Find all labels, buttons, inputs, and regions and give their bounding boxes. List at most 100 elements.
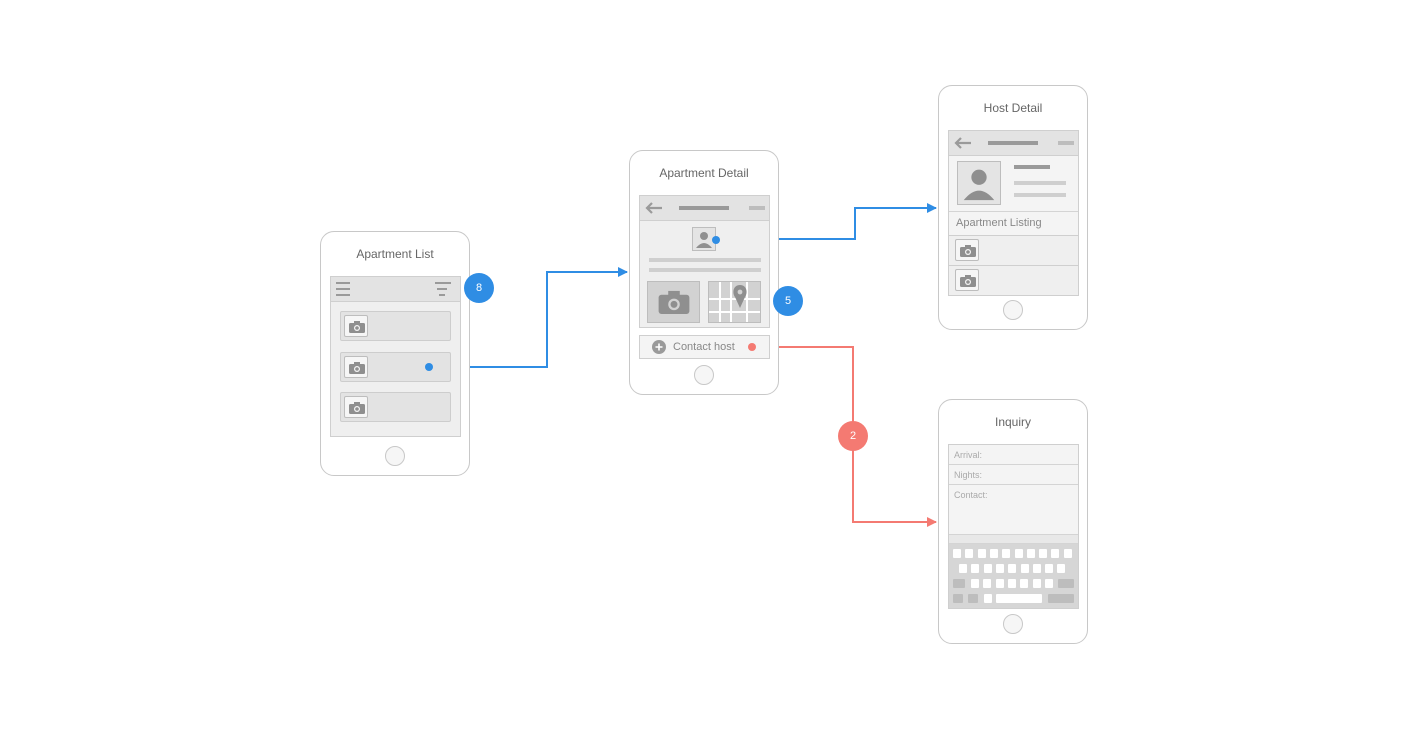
home-button[interactable]	[1003, 300, 1023, 320]
keyboard-key[interactable]	[968, 594, 978, 603]
navbar	[949, 131, 1078, 156]
home-button[interactable]	[1003, 614, 1023, 634]
section-header: Apartment Listing	[949, 211, 1078, 235]
count-badge[interactable]: 8	[464, 273, 494, 303]
phone-title: Apartment Detail	[659, 166, 749, 180]
keyboard-key[interactable]	[1020, 564, 1029, 573]
phone-title: Inquiry	[994, 415, 1032, 429]
apartment-list-screen	[330, 276, 461, 437]
keyboard-key[interactable]	[971, 564, 980, 573]
keyboard-key[interactable]	[1032, 579, 1041, 588]
profile-block	[949, 156, 1078, 211]
link-hotspot[interactable]	[712, 236, 720, 244]
count-badge[interactable]: 2	[838, 421, 868, 451]
keyboard-key[interactable]	[971, 579, 979, 588]
inquiry-screen: Arrival: Nights: Contact:	[948, 444, 1079, 609]
keyboard-key[interactable]	[1002, 549, 1011, 558]
keyboard-key[interactable]	[1020, 579, 1029, 588]
keyboard-key[interactable]	[1008, 564, 1017, 573]
link-hotspot[interactable]	[748, 343, 756, 351]
keyboard-key[interactable]	[983, 564, 992, 573]
user-icon	[696, 232, 712, 248]
menu-icon[interactable]	[336, 282, 350, 296]
user-icon	[963, 169, 995, 201]
camera-icon	[955, 239, 979, 261]
back-arrow-icon[interactable]	[645, 202, 663, 214]
contact-host-button[interactable]: Contact host	[639, 335, 770, 359]
list-item[interactable]	[340, 311, 451, 341]
section-label: Apartment Listing	[956, 217, 1042, 229]
apartment-detail-screen	[639, 195, 770, 328]
keyboard-key[interactable]	[1058, 579, 1074, 588]
text-line-placeholder	[1014, 181, 1066, 185]
nights-label: Nights:	[954, 470, 983, 480]
keyboard-key[interactable]	[953, 579, 965, 588]
keyboard-key[interactable]	[1048, 594, 1074, 603]
keyboard-key[interactable]	[996, 594, 1042, 603]
map-pin-icon	[709, 282, 760, 322]
keyboard-key[interactable]	[965, 549, 974, 558]
keyboard-key[interactable]	[1063, 549, 1072, 558]
action-placeholder	[749, 206, 765, 210]
count-badge[interactable]: 5	[773, 286, 803, 316]
camera-icon	[658, 290, 690, 314]
camera-icon	[344, 315, 368, 337]
keyboard-key[interactable]	[1057, 564, 1066, 573]
keyboard-key[interactable]	[1014, 549, 1023, 558]
phone-apartment-list: Apartment List	[320, 231, 470, 476]
phone-apartment-detail: Apartment Detail	[629, 150, 779, 395]
camera-icon	[344, 396, 368, 418]
keyboard-key[interactable]	[1032, 564, 1041, 573]
keyboard-key[interactable]	[983, 579, 992, 588]
list-item[interactable]	[340, 352, 451, 382]
phone-host-detail: Host Detail Apartment Listing	[938, 85, 1088, 330]
keyboard[interactable]	[949, 544, 1078, 608]
keyboard-key[interactable]	[1051, 549, 1060, 558]
keyboard-toolbar	[949, 535, 1078, 544]
back-arrow-icon[interactable]	[954, 137, 972, 149]
nights-field[interactable]: Nights:	[949, 465, 1078, 485]
arrival-label: Arrival:	[954, 450, 983, 460]
sort-icon[interactable]	[435, 282, 451, 296]
plus-circle-icon	[652, 340, 666, 354]
phone-title: Apartment List	[356, 247, 434, 261]
keyboard-key[interactable]	[1044, 579, 1053, 588]
home-button[interactable]	[694, 365, 714, 385]
link-hotspot[interactable]	[425, 363, 433, 371]
keyboard-key[interactable]	[1026, 549, 1035, 558]
keyboard-key[interactable]	[959, 564, 967, 573]
contact-host-label: Contact host	[673, 341, 735, 353]
keyboard-key[interactable]	[1007, 579, 1016, 588]
keyboard-key[interactable]	[995, 564, 1004, 573]
navbar	[640, 196, 769, 221]
text-line-placeholder	[649, 268, 761, 272]
arrival-field[interactable]: Arrival:	[949, 445, 1078, 465]
keyboard-key[interactable]	[989, 549, 998, 558]
keyboard-key[interactable]	[1045, 564, 1054, 573]
title-placeholder	[988, 141, 1038, 145]
home-button[interactable]	[385, 446, 405, 466]
contact-field[interactable]: Contact:	[949, 485, 1078, 535]
host-detail-screen: Apartment Listing	[948, 130, 1079, 296]
list-item[interactable]	[340, 392, 451, 422]
keyboard-key[interactable]	[953, 549, 961, 558]
keyboard-key[interactable]	[1039, 549, 1048, 558]
camera-icon	[344, 356, 368, 378]
text-line-placeholder	[649, 258, 761, 262]
list-item[interactable]	[949, 235, 1078, 265]
host-avatar[interactable]	[692, 227, 720, 251]
camera-icon	[955, 269, 979, 291]
keyboard-key[interactable]	[984, 594, 992, 603]
navbar	[331, 277, 460, 302]
map-placeholder[interactable]	[708, 281, 761, 323]
keyboard-key[interactable]	[977, 549, 986, 558]
keyboard-key[interactable]	[995, 579, 1004, 588]
text-line-placeholder	[1014, 193, 1066, 197]
keyboard-key[interactable]	[953, 594, 963, 603]
title-placeholder	[679, 206, 729, 210]
photo-placeholder[interactable]	[647, 281, 700, 323]
name-placeholder	[1014, 165, 1050, 169]
avatar	[957, 161, 1001, 205]
phone-inquiry: Inquiry Arrival: Nights: Contact:	[938, 399, 1088, 644]
list-item[interactable]	[949, 265, 1078, 295]
